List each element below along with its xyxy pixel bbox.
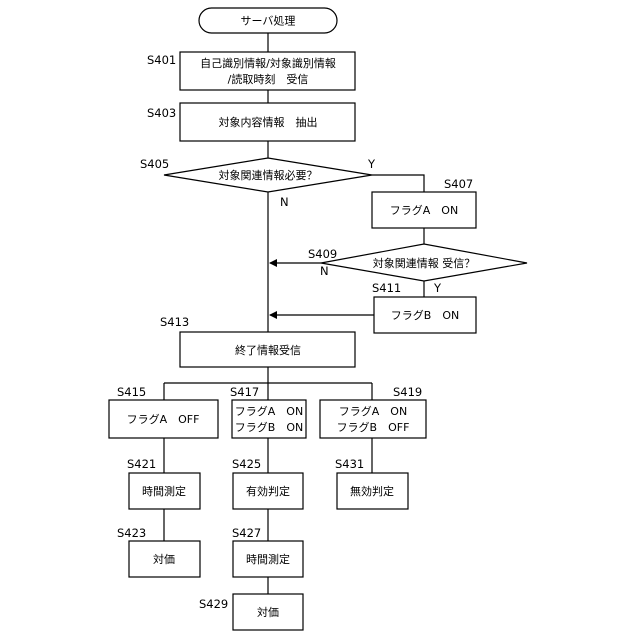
node-text-s401-line2: /読取時刻 受信 (228, 72, 309, 86)
step-label-s419: S419 (393, 385, 422, 399)
yes-label-s409: Y (433, 281, 442, 295)
node-text-s425: 有効判定 (246, 484, 290, 498)
no-label-s405: N (280, 195, 289, 209)
node-text-s417-line1: フラグA ON (235, 404, 303, 418)
start-terminal: サーバ処理 (199, 8, 337, 33)
yes-label-s405: Y (367, 157, 376, 171)
step-label-s429: S429 (199, 597, 228, 611)
node-s429: S429 対価 (199, 594, 303, 630)
step-label-s421: S421 (127, 457, 156, 471)
step-label-s425: S425 (232, 457, 261, 471)
node-text-s421: 時間測定 (142, 484, 186, 498)
node-s405: S405 対象関連情報必要？ Y N (140, 157, 376, 209)
node-text-s419-line2: フラグB OFF (337, 420, 410, 434)
step-label-s423: S423 (117, 526, 146, 540)
edge-s405-yes (372, 175, 424, 192)
no-label-s409: N (320, 264, 329, 278)
node-text-s423: 対価 (153, 552, 175, 566)
node-text-s407: フラグA ON (390, 203, 458, 217)
node-s401: S401 自己識別情報/対象識別情報 /読取時刻 受信 (147, 52, 355, 90)
step-label-s417: S417 (230, 385, 259, 399)
node-text-s401-line1: 自己識別情報/対象識別情報 (200, 56, 336, 70)
step-label-s405: S405 (140, 157, 169, 171)
node-text-s405: 対象関連情報必要？ (219, 168, 318, 182)
step-label-s409: S409 (308, 247, 337, 261)
node-text-s431: 無効判定 (350, 484, 394, 498)
node-s409: S409 対象関連情報 受信？ Y N (308, 244, 527, 295)
node-text-s413: 終了情報受信 (235, 343, 301, 357)
node-text-s429: 対価 (257, 605, 279, 619)
step-label-s413: S413 (160, 315, 189, 329)
node-text-s415: フラグA OFF (127, 412, 200, 426)
node-s423: S423 対価 (117, 526, 200, 577)
step-label-s401: S401 (147, 53, 176, 67)
node-s413: S413 終了情報受信 (160, 315, 355, 367)
node-s419: S419 フラグA ON フラグB OFF (320, 385, 426, 438)
step-label-s431: S431 (335, 457, 364, 471)
node-text-s403: 対象内容情報 抽出 (219, 115, 318, 129)
step-label-s411: S411 (372, 281, 401, 295)
node-text-s427: 時間測定 (246, 552, 290, 566)
node-text-s409: 対象関連情報 受信？ (373, 256, 476, 270)
step-label-s427: S427 (232, 526, 261, 540)
node-s403: S403 対象内容情報 抽出 (147, 103, 355, 141)
node-text-s411: フラグB ON (391, 308, 459, 322)
start-label: サーバ処理 (241, 15, 296, 28)
node-text-s419-line1: フラグA ON (339, 404, 407, 418)
step-label-s403: S403 (147, 106, 176, 120)
step-label-s407: S407 (444, 177, 473, 191)
step-label-s415: S415 (117, 385, 146, 399)
node-text-s417-line2: フラグB ON (235, 420, 303, 434)
